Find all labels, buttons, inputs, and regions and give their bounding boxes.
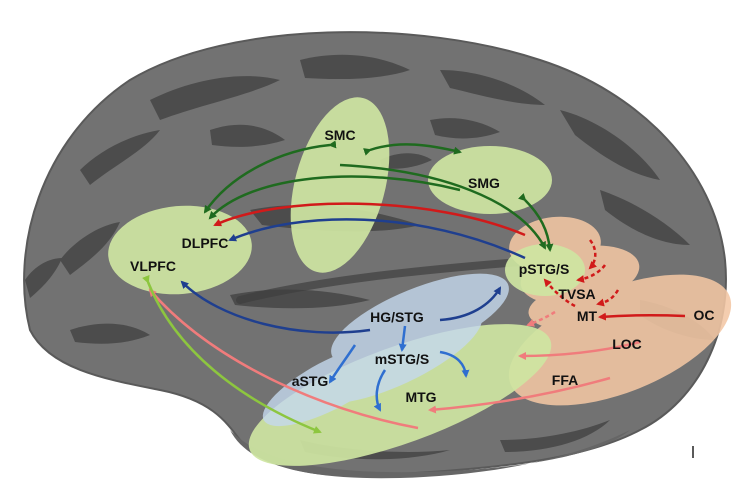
label-tvsa: TVSA <box>558 286 595 302</box>
mid-blue-arrows <box>328 325 470 412</box>
arrow-mstg-mtg-left <box>373 369 387 412</box>
label-mstg: mSTG/S <box>375 351 429 367</box>
arrow-vlpfc-mtg <box>142 274 322 434</box>
dark-green-arrows <box>203 140 554 252</box>
mtg-region <box>248 324 552 466</box>
label-vlpfc: VLPFC <box>130 258 176 274</box>
arrow-pstg-dlpfc-red <box>213 202 526 237</box>
lime-arrows <box>142 274 322 434</box>
arrow-mt-tvsa <box>596 289 620 307</box>
label-ffa: FFA <box>552 372 578 388</box>
label-smg: SMG <box>468 175 500 191</box>
arrow-pstg-dlpfc-blue <box>228 218 526 260</box>
arrow-smc-dlpfc <box>203 140 337 214</box>
label-dlpfc: DLPFC <box>182 235 229 251</box>
ffa-region <box>508 274 732 406</box>
red-arrows <box>213 202 686 321</box>
arrow-hg-mstg <box>398 325 407 352</box>
prefrontal-region <box>108 205 252 295</box>
label-mtg: MTG <box>405 389 436 405</box>
region-labels: SMC SMG DLPFC VLPFC pSTG/S TVSA MT OC LO… <box>130 127 714 405</box>
arrow-mstg-astg <box>328 344 357 384</box>
label-pstg: pSTG/S <box>519 261 570 277</box>
label-loc: LOC <box>612 336 642 352</box>
label-smc: SMC <box>324 127 355 143</box>
arrow-loc-mtg <box>518 340 641 360</box>
label-oc: OC <box>694 307 715 323</box>
arrow-mt-pstg <box>543 278 576 308</box>
arrow-mstg-mtg-right <box>439 350 470 378</box>
label-mt: MT <box>577 308 598 324</box>
arrow-upper-dotted <box>588 239 598 270</box>
label-astg: aSTG <box>292 373 329 389</box>
sulci-pattern <box>25 54 715 460</box>
arrow-smc-smg <box>363 143 462 156</box>
arrow-oc-mt <box>598 312 686 321</box>
arrow-smg-pstg <box>517 192 554 252</box>
arrow-loc-pstg <box>526 310 556 327</box>
arrow-hg-pstg <box>439 286 502 322</box>
arrow-ffa-mtg <box>428 376 611 414</box>
arrow-tvsa-pstg <box>576 264 607 283</box>
arrow-smg-dlpfc <box>208 175 461 220</box>
label-hgstg: HG/STG <box>370 309 424 325</box>
